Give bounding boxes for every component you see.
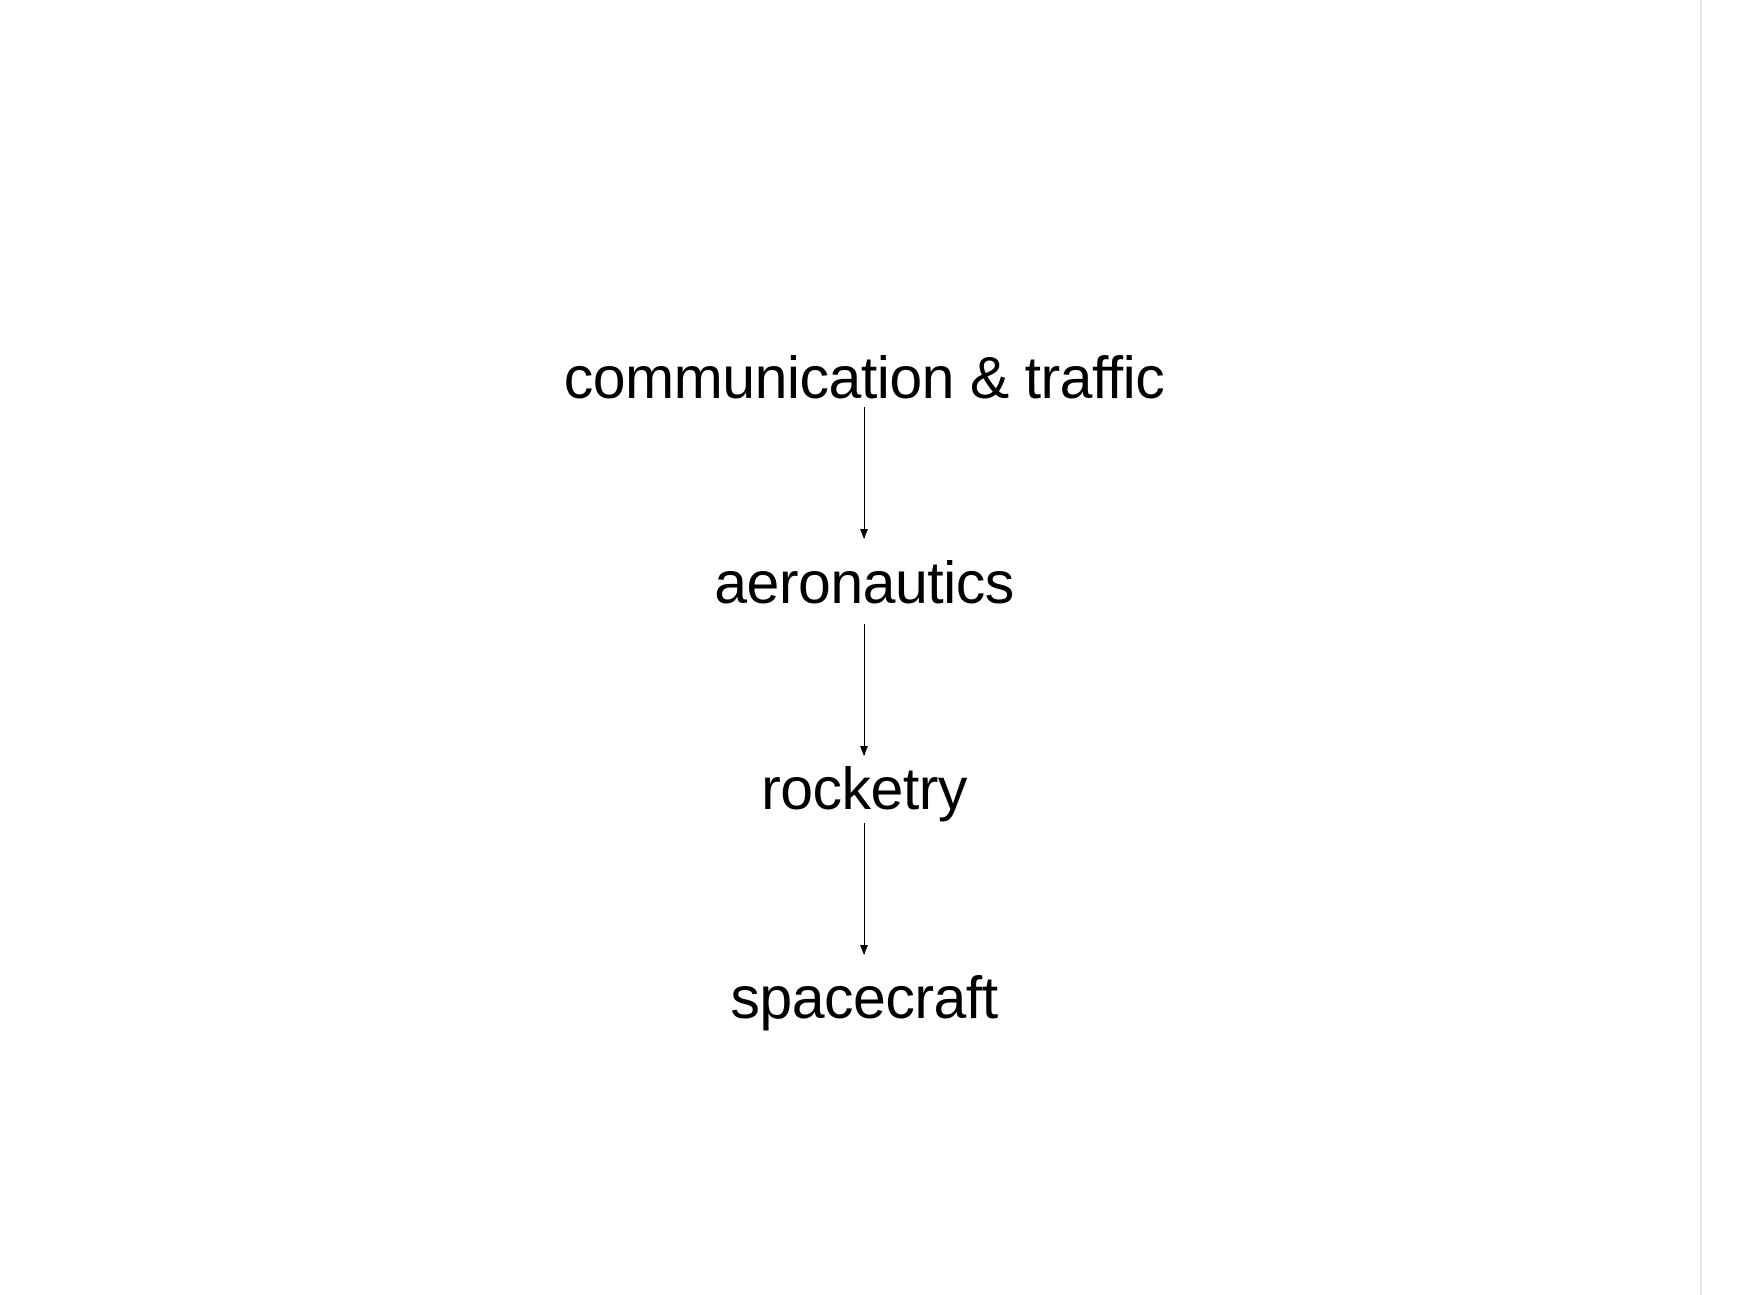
node-spacecraft: spacecraft — [730, 965, 998, 1031]
page-gutter — [1702, 0, 1738, 1295]
page-edge-divider — [1700, 0, 1702, 1295]
arrow-rocketry-to-spacecraft — [860, 823, 868, 955]
diagram-slide: communication & traffic aeronautics rock… — [563, 348, 1165, 1028]
node-communication-traffic: communication & traffic — [563, 345, 1165, 411]
node-rocketry: rocketry — [761, 756, 967, 822]
arrow-aeronautics-to-rocketry — [860, 624, 868, 756]
node-aeronautics: aeronautics — [714, 550, 1014, 616]
arrow-communication-to-aeronautics — [860, 407, 868, 539]
